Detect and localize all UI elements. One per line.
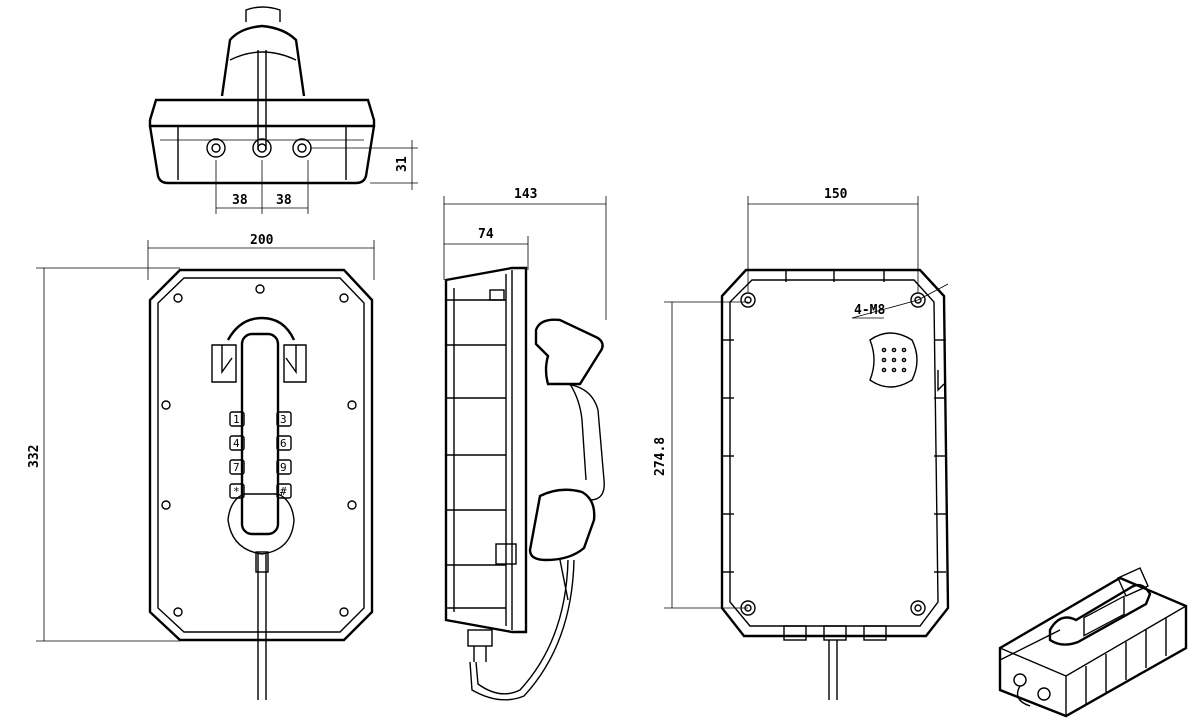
dim-front-width: 200 bbox=[250, 233, 274, 248]
top-view: 38 38 31 bbox=[148, 6, 418, 214]
mount-hole-note: 4-M8 bbox=[854, 303, 885, 318]
isometric-view bbox=[998, 567, 1188, 718]
cable-gland-center bbox=[252, 138, 272, 158]
dim-side-depth-total: 143 bbox=[514, 187, 537, 202]
back-view: 150 274.8 4-M8 bbox=[653, 187, 950, 700]
speaker-grille bbox=[869, 332, 918, 388]
key-9: 9 bbox=[280, 461, 287, 474]
dim-back-width: 150 bbox=[824, 187, 848, 202]
side-view: 143 74 bbox=[443, 187, 607, 701]
cable-gland-right bbox=[292, 138, 312, 158]
back-ribs bbox=[722, 270, 946, 573]
key-6: 6 bbox=[280, 437, 287, 450]
dim-top-spacing-left: 38 bbox=[232, 193, 248, 208]
cable-gland-left bbox=[206, 138, 226, 158]
keypad: 1 3 4 6 7 9 * # bbox=[229, 411, 292, 499]
dim-top-depth: 31 bbox=[395, 156, 410, 172]
dim-front-height: 332 bbox=[27, 445, 42, 468]
key-hash: # bbox=[280, 485, 287, 498]
back-glands bbox=[783, 625, 887, 700]
iso-keypad bbox=[1083, 595, 1125, 637]
dim-side-depth-body: 74 bbox=[478, 227, 494, 242]
mount-holes bbox=[740, 292, 926, 616]
front-view: 200 332 1 bbox=[27, 233, 375, 700]
side-ribs bbox=[446, 299, 506, 609]
key-1: 1 bbox=[233, 413, 240, 426]
key-star: * bbox=[233, 485, 240, 498]
handset-side bbox=[469, 318, 605, 701]
key-7: 7 bbox=[233, 461, 240, 474]
iso-ribs bbox=[1085, 618, 1167, 704]
front-screws bbox=[161, 284, 357, 617]
key-3: 3 bbox=[280, 413, 287, 426]
dim-top-spacing-right: 38 bbox=[276, 193, 292, 208]
key-4: 4 bbox=[233, 437, 240, 450]
dim-back-height: 274.8 bbox=[653, 437, 668, 476]
